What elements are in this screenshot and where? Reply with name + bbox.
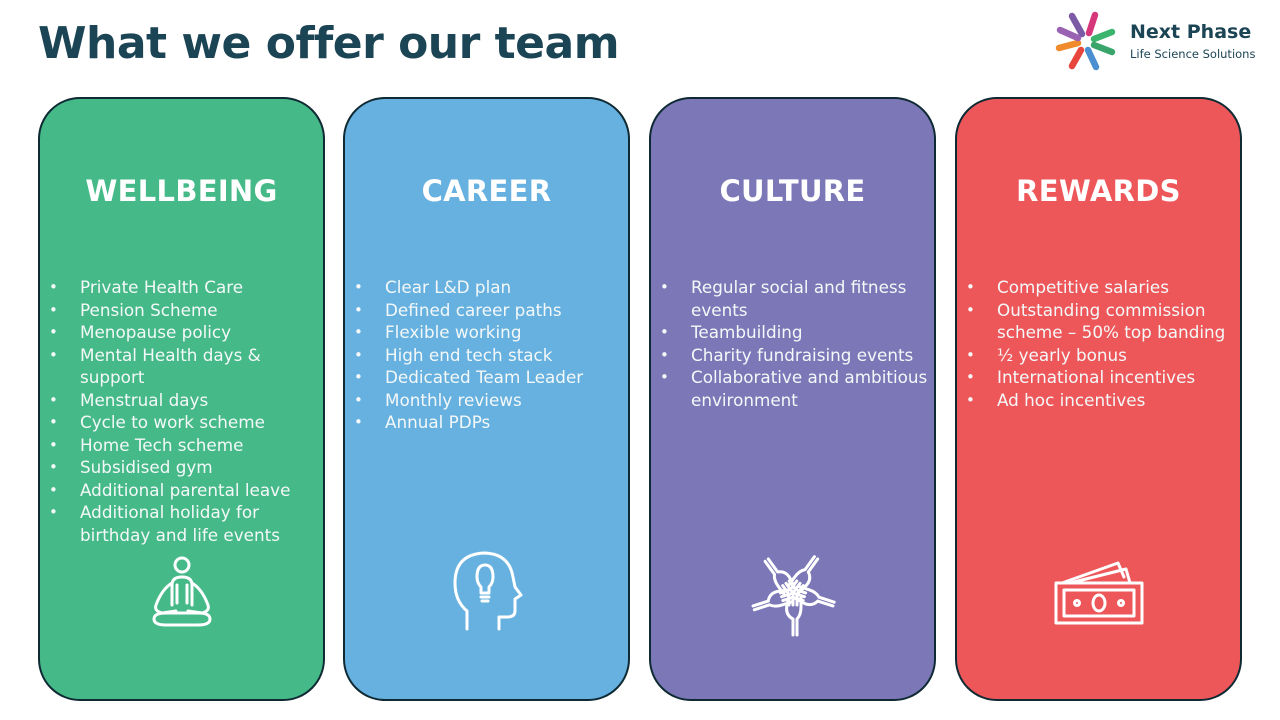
benefit-list: Private Health Care Pension Scheme Menop… bbox=[48, 276, 319, 546]
list-item: High end tech stack bbox=[353, 344, 624, 367]
list-item: Mental Health days & support bbox=[48, 344, 319, 389]
list-item: Defined career paths bbox=[353, 299, 624, 322]
list-item: Dedicated Team Leader bbox=[353, 366, 624, 389]
list-item: Cycle to work scheme bbox=[48, 411, 319, 434]
benefit-list: Competitive salaries Outstanding commiss… bbox=[965, 276, 1236, 411]
benefit-list: Regular social and fitness events Teambu… bbox=[659, 276, 930, 411]
logo-name: Next Phase bbox=[1130, 21, 1252, 43]
head-lightbulb-icon bbox=[453, 551, 522, 631]
list-item: Annual PDPs bbox=[353, 411, 624, 434]
list-item: Ad hoc incentives bbox=[965, 389, 1236, 412]
list-item: ½ yearly bonus bbox=[965, 344, 1236, 367]
list-item: Flexible working bbox=[353, 321, 624, 344]
list-item: Additional holiday for birthday and life… bbox=[48, 501, 319, 546]
list-item: Regular social and fitness events bbox=[659, 276, 930, 321]
list-item: Home Tech scheme bbox=[48, 434, 319, 457]
card-title: CULTURE bbox=[719, 174, 866, 208]
card-title: WELLBEING bbox=[85, 174, 278, 208]
logo-tagline: Life Science Solutions bbox=[1130, 47, 1256, 61]
list-item: Monthly reviews bbox=[353, 389, 624, 412]
company-logo: Next Phase Life Science Solutions bbox=[1054, 10, 1269, 72]
starburst-logo-icon bbox=[1055, 11, 1116, 71]
list-item: Collaborative and ambitious environment bbox=[659, 366, 930, 411]
list-item: Outstanding commission scheme – 50% top … bbox=[965, 299, 1236, 344]
list-item: Private Health Care bbox=[48, 276, 319, 299]
list-item: International incentives bbox=[965, 366, 1236, 389]
list-item: Competitive salaries bbox=[965, 276, 1236, 299]
page-title: What we offer our team bbox=[38, 18, 620, 69]
card-title: REWARDS bbox=[1016, 174, 1181, 208]
meditation-icon bbox=[152, 556, 211, 627]
card-wellbeing: WELLBEING Private Health Care Pension Sc… bbox=[38, 97, 325, 701]
benefit-list: Clear L&D plan Defined career paths Flex… bbox=[353, 276, 624, 434]
list-item: Charity fundraising events bbox=[659, 344, 930, 367]
list-item: Menstrual days bbox=[48, 389, 319, 412]
card-culture: CULTURE Regular social and fitness event… bbox=[649, 97, 936, 701]
list-item: Additional parental leave bbox=[48, 479, 319, 502]
card-title: CAREER bbox=[421, 174, 552, 208]
card-career: CAREER Clear L&D plan Defined career pat… bbox=[343, 97, 630, 701]
hands-together-icon bbox=[749, 552, 837, 637]
banknotes-icon bbox=[1054, 561, 1143, 625]
list-item: Pension Scheme bbox=[48, 299, 319, 322]
list-item: Clear L&D plan bbox=[353, 276, 624, 299]
list-item: Menopause policy bbox=[48, 321, 319, 344]
card-rewards: REWARDS Competitive salaries Outstanding… bbox=[955, 97, 1242, 701]
list-item: Subsidised gym bbox=[48, 456, 319, 479]
list-item: Teambuilding bbox=[659, 321, 930, 344]
